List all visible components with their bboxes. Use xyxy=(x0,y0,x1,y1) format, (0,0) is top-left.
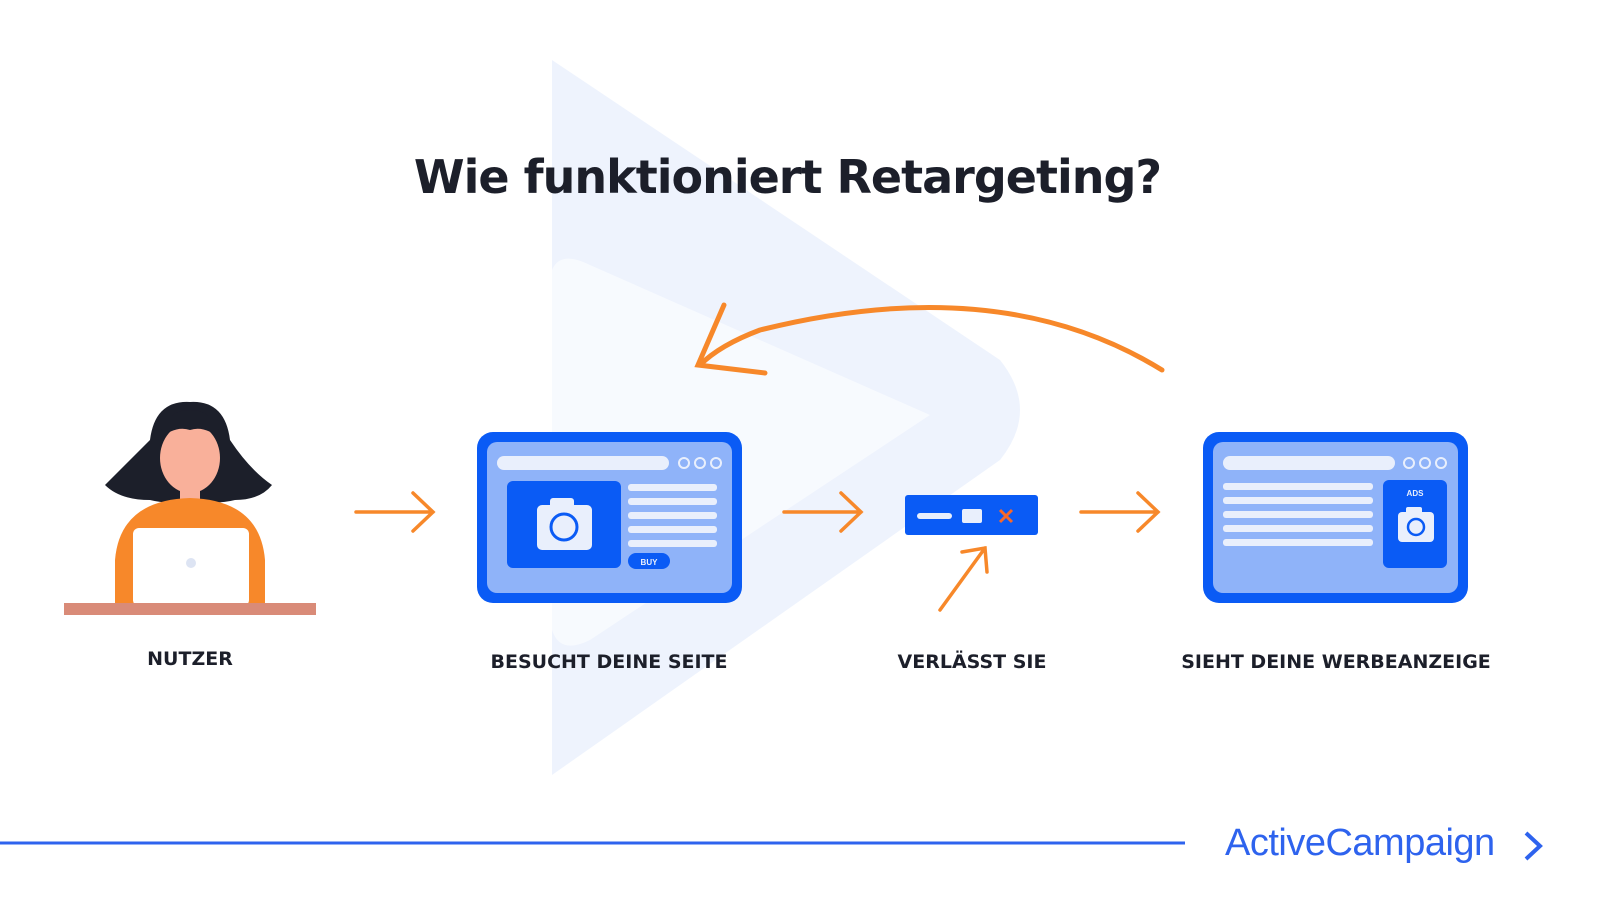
step-label-ad: SIEHT DEINE WERBEANZEIGE xyxy=(1181,651,1491,673)
svg-text:BUY: BUY xyxy=(641,558,659,567)
svg-text:ADS: ADS xyxy=(1407,489,1425,498)
user-laptop-icon xyxy=(64,401,316,615)
step-label-visit: BESUCHT DEINE SEITE xyxy=(490,651,728,673)
buy-button xyxy=(628,553,670,569)
website-icon: BUY xyxy=(477,432,742,603)
arrow-right-icon xyxy=(1079,491,1161,533)
close-window-icon xyxy=(905,495,1038,535)
page-title: Wie funktioniert Retargeting? xyxy=(413,150,1162,204)
brand-chevron-icon xyxy=(1524,831,1543,861)
return-arrow-icon xyxy=(697,305,1165,373)
arrow-right-icon xyxy=(354,491,436,533)
arrow-up-icon xyxy=(938,545,989,612)
step-label-leave: VERLÄSST SIE xyxy=(897,651,1047,673)
step-label-user: NUTZER xyxy=(147,648,233,670)
arrow-icons xyxy=(354,302,1165,612)
arrow-right-icon xyxy=(782,491,864,533)
website-ad-icon: ADS xyxy=(1203,432,1468,603)
brand-logo: ActiveCampaign xyxy=(1225,822,1495,864)
